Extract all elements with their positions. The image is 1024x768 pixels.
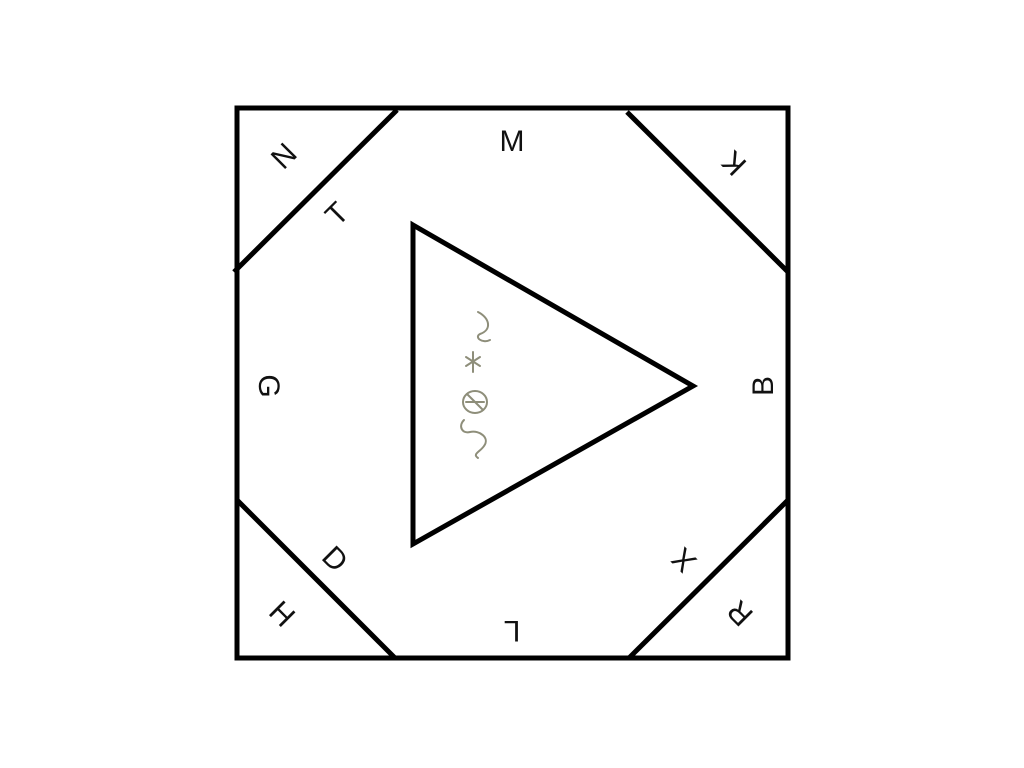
label-top-left-corner: N [265,137,304,176]
handwritten-mark [460,311,491,459]
corner-line-bottom-left [235,498,397,660]
label-upper-left-inner: T [319,196,355,232]
label-left: G [252,374,285,397]
center-triangle [410,220,699,549]
label-bottom-right-corner: R [721,593,760,632]
label-right: B [747,376,780,396]
label-top: M [500,125,525,158]
label-lower-left-inner: D [315,540,354,579]
label-bottom: L [504,614,521,647]
corner-line-top-left [232,108,399,274]
corner-line-bottom-right [627,498,790,660]
label-bottom-left-corner: H [262,595,301,634]
outer-square [234,105,791,661]
corner-line-top-right [625,110,790,274]
label-top-right-corner: K [716,144,753,181]
label-lower-right-inner: X [666,541,703,578]
